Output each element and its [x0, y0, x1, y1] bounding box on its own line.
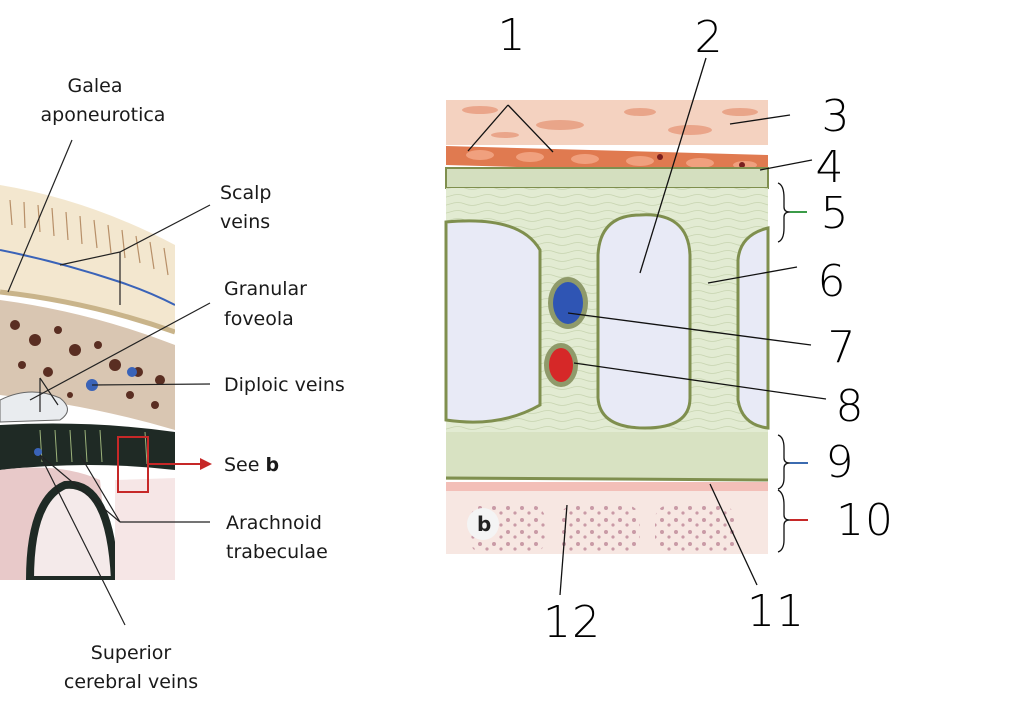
number-7: 7 — [828, 322, 857, 373]
panel-b-illustration — [444, 100, 770, 554]
number-9: 9 — [826, 437, 855, 488]
panel-b-numbers: 1 2 3 4 5 6 7 8 9 10 11 12 — [498, 10, 894, 648]
panel-b-corner-label: b — [477, 512, 491, 536]
label-arachnoid-line2: trabeculae — [226, 541, 328, 563]
number-8: 8 — [836, 381, 865, 432]
panel-a-leader-lines — [7, 139, 211, 626]
number-4: 4 — [816, 142, 845, 193]
number-3: 3 — [822, 91, 851, 142]
label-granular-line2: foveola — [224, 308, 294, 330]
label-granular-line1: Granular — [224, 278, 307, 300]
number-10: 10 — [836, 495, 894, 546]
panel-b-corner-badge — [467, 508, 499, 540]
label-galea-line1: Galea — [68, 75, 123, 97]
panel-b-leader-lines — [467, 57, 827, 596]
label-galea-line2: aponeurotica — [41, 104, 166, 126]
label-scalp-line1: Scalp — [220, 182, 272, 204]
label-diploic-veins: Diploic veins — [224, 374, 345, 396]
label-superior-line2: cerebral veins — [64, 671, 198, 693]
label-scalp-line2: veins — [220, 211, 270, 233]
number-5: 5 — [821, 188, 850, 239]
number-11: 11 — [747, 586, 805, 637]
label-see-b: See b — [224, 454, 279, 476]
number-2: 2 — [695, 12, 724, 63]
label-arachnoid-line1: Arachnoid — [226, 512, 322, 534]
panel-a-illustration — [0, 185, 175, 580]
panel-a-labels: Galea aponeurotica Scalp veins Granular … — [41, 75, 345, 693]
number-12: 12 — [543, 597, 601, 648]
number-6: 6 — [818, 256, 847, 307]
number-1: 1 — [498, 10, 527, 61]
see-b-arrowhead — [200, 458, 212, 470]
label-superior-line1: Superior — [91, 642, 172, 664]
